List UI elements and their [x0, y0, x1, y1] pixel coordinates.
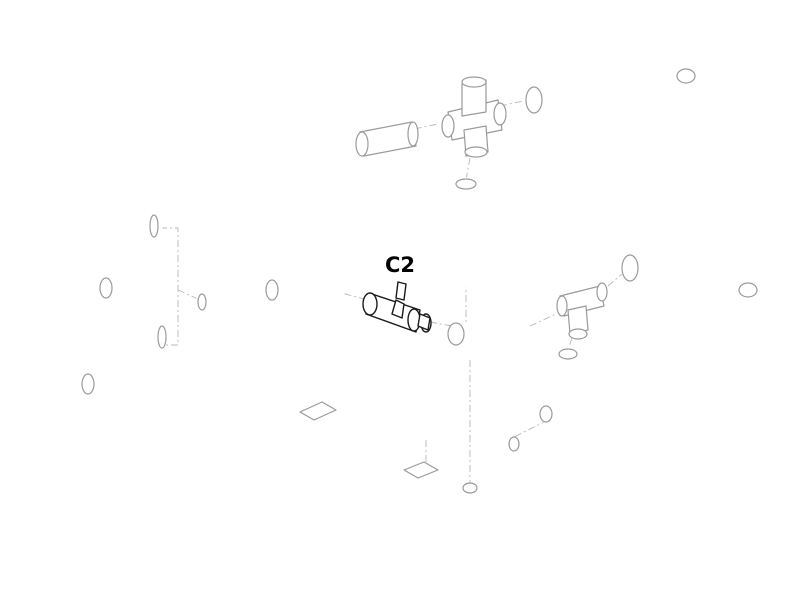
cross-fitting-top [441, 76, 507, 158]
elbow-hose-left [264, 262, 344, 310]
j-hose-upper [61, 201, 163, 299]
callout-c2: C2 [385, 253, 415, 277]
j-hose-lower [47, 309, 171, 395]
elbow-hose-right [537, 347, 579, 423]
vertical-hose [452, 177, 477, 287]
c2-t-fitting [362, 281, 432, 333]
hose-top-right [522, 68, 698, 117]
t-fitting-right [556, 282, 608, 340]
sleeve-top-left [355, 121, 419, 157]
leader-lines [160, 99, 623, 488]
pipe-assembly [195, 293, 520, 541]
elbow-hose-middle [446, 316, 530, 353]
s-hose-right [618, 248, 762, 324]
